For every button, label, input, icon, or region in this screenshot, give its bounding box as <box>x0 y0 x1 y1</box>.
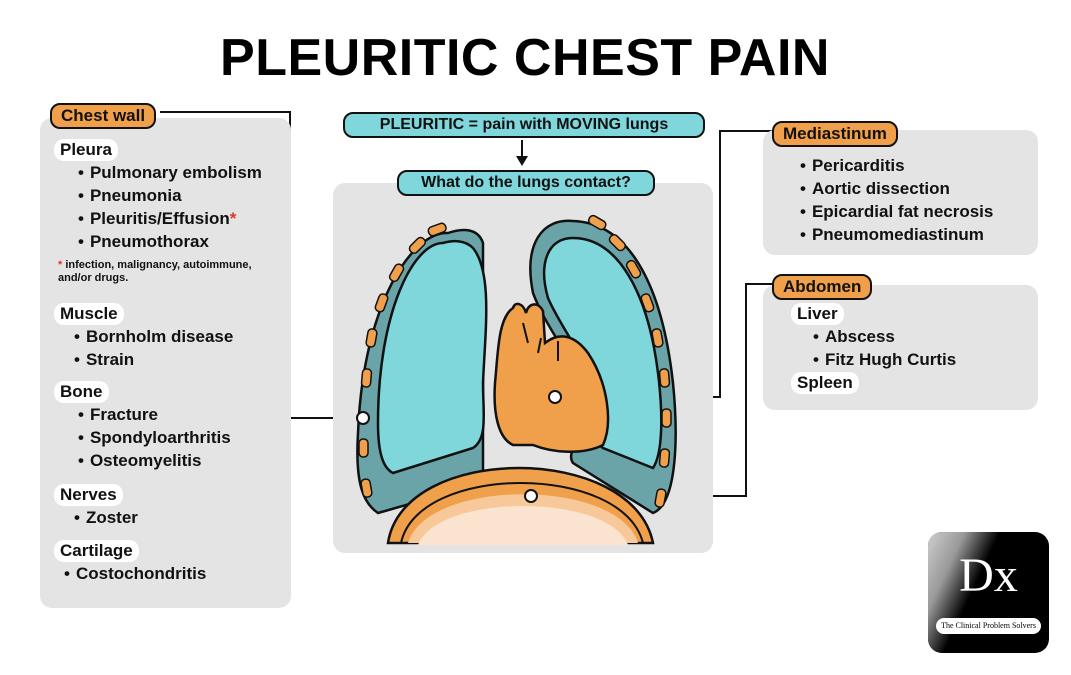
mediastinum-label: Mediastinum <box>772 121 898 147</box>
definition-box: PLEURITIC = pain with MOVING lungs <box>343 112 705 138</box>
list-item: Fracture <box>78 403 231 426</box>
section-bone: Bone Fracture Spondyloarthritis Osteomye… <box>54 381 231 472</box>
thorax-illustration <box>356 214 677 545</box>
section-title: Muscle <box>54 303 124 325</box>
section-title: Cartilage <box>54 540 139 562</box>
mediastinum-anchor <box>548 390 562 404</box>
heart-vessel <box>522 322 559 361</box>
list-item: Osteomyelitis <box>78 449 231 472</box>
list-item: Spondyloarthritis <box>78 426 231 449</box>
question-box: What do the lungs contact? <box>397 170 655 196</box>
section-pleura: Pleura Pulmonary embolism Pneumonia Pleu… <box>54 139 278 285</box>
list-item: Bornholm disease <box>74 325 233 348</box>
list-item: Pneumothorax <box>78 230 278 253</box>
list-item: Fitz Hugh Curtis <box>813 348 956 371</box>
list-item: Pericarditis <box>800 154 993 177</box>
section-cartilage: Cartilage Costochondritis <box>54 540 206 585</box>
abdomen-anchor <box>524 489 538 503</box>
section-muscle: Muscle Bornholm disease Strain <box>54 303 233 371</box>
flow-arrowhead <box>516 156 528 166</box>
section-nerves: Nerves Zoster <box>54 484 138 529</box>
list-item: Epicardial fat necrosis <box>800 200 993 223</box>
heart <box>493 302 610 453</box>
diaphragm-inner <box>400 482 644 544</box>
list-item: Abscess <box>813 325 956 348</box>
logo-caption: The Clinical Problem Solvers <box>936 618 1041 634</box>
section-title: Spleen <box>791 372 859 394</box>
mediastinum-list: Pericarditis Aortic dissection Epicardia… <box>800 154 993 246</box>
footnote: * infection, malignancy, autoimmune, and… <box>58 259 252 284</box>
left-lung <box>376 239 488 475</box>
logo-mark: Dx <box>959 549 1018 602</box>
list-item: Aortic dissection <box>800 177 993 200</box>
list-item: Strain <box>74 348 233 371</box>
section-spleen: Spleen <box>791 372 859 394</box>
section-liver: Liver Abscess Fitz Hugh Curtis <box>791 303 956 371</box>
abdomen-label: Abdomen <box>772 274 873 300</box>
list-item: Costochondritis <box>64 562 206 585</box>
list-item: Pulmonary embolism <box>78 161 278 184</box>
dx-logo: Dx The Clinical Problem Solvers <box>928 532 1049 653</box>
list-item: Pneumomediastinum <box>800 223 993 246</box>
section-title: Nerves <box>54 484 123 506</box>
footnote-star: * <box>229 209 237 228</box>
section-title: Pleura <box>54 139 118 161</box>
page-title: PLEURITIC CHEST PAIN <box>220 29 830 87</box>
chest-wall-label: Chest wall <box>50 103 157 129</box>
pleura-list: Pulmonary embolism Pneumonia Pleuritis/E… <box>78 161 278 253</box>
section-title: Liver <box>791 303 844 325</box>
list-item: Zoster <box>74 506 138 529</box>
list-item: Pneumonia <box>78 184 278 207</box>
list-item: Pleuritis/Effusion* <box>78 207 278 230</box>
ribs <box>358 214 672 508</box>
chest-wall-anchor <box>356 411 370 425</box>
section-title: Bone <box>54 381 109 403</box>
